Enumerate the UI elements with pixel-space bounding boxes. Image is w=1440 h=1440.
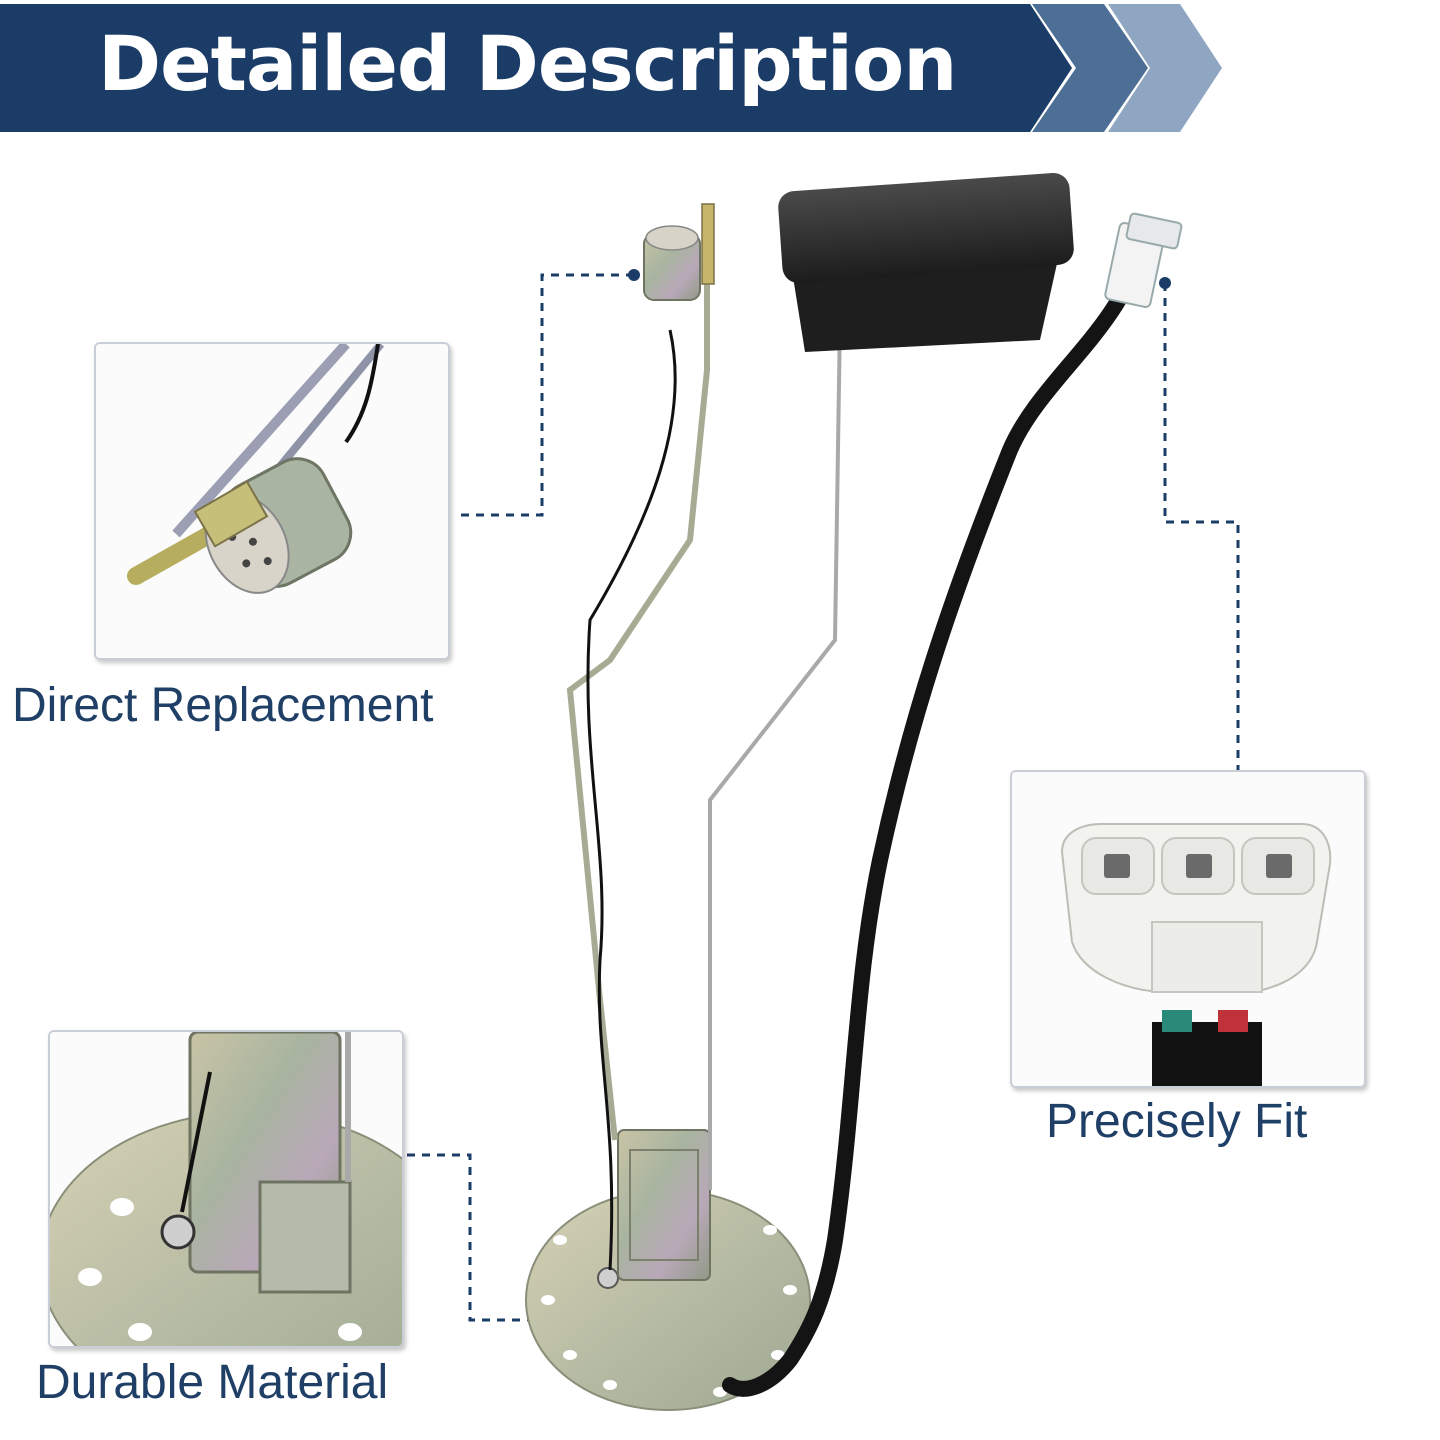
caption-durable-material: Durable Material [36, 1356, 389, 1409]
inset-direct-replacement [94, 342, 450, 660]
float [778, 173, 1074, 352]
inset-precisely-fit [1010, 770, 1366, 1088]
callout-line-precisely-fit [1163, 283, 1240, 770]
banner-bar [0, 4, 1072, 132]
sensor-head [643, 203, 715, 301]
callout-dot-direct-replacement [628, 269, 640, 281]
caption-precisely-fit: Precisely Fit [1046, 1095, 1308, 1148]
banner-chevron-mid [1032, 4, 1148, 132]
connector-closeup-photo-icon [1012, 772, 1364, 1086]
harness-connector [1104, 212, 1183, 308]
callout-lines [400, 273, 1240, 1322]
mounting-plate-closeup-photo-icon [50, 1032, 402, 1346]
callout-line-direct-replacement [455, 273, 634, 517]
header-banner: Detailed Description [0, 0, 1440, 140]
banner-chevron-light [1108, 4, 1222, 132]
wire-harness [722, 242, 1148, 1397]
signal-wire [586, 329, 677, 1271]
caption-direct-replacement: Direct Replacement [12, 679, 434, 732]
callout-dot-precisely-fit [1159, 277, 1171, 289]
banner-title: Detailed Description [98, 19, 957, 108]
mounting-plate [525, 1189, 811, 1411]
sensor-closeup-photo-icon [96, 344, 448, 658]
banner-shape [0, 4, 1222, 132]
float-arm [708, 283, 843, 1190]
support-rod [566, 210, 710, 1141]
sender-housing [617, 1129, 711, 1281]
inset-durable-material [48, 1030, 404, 1348]
